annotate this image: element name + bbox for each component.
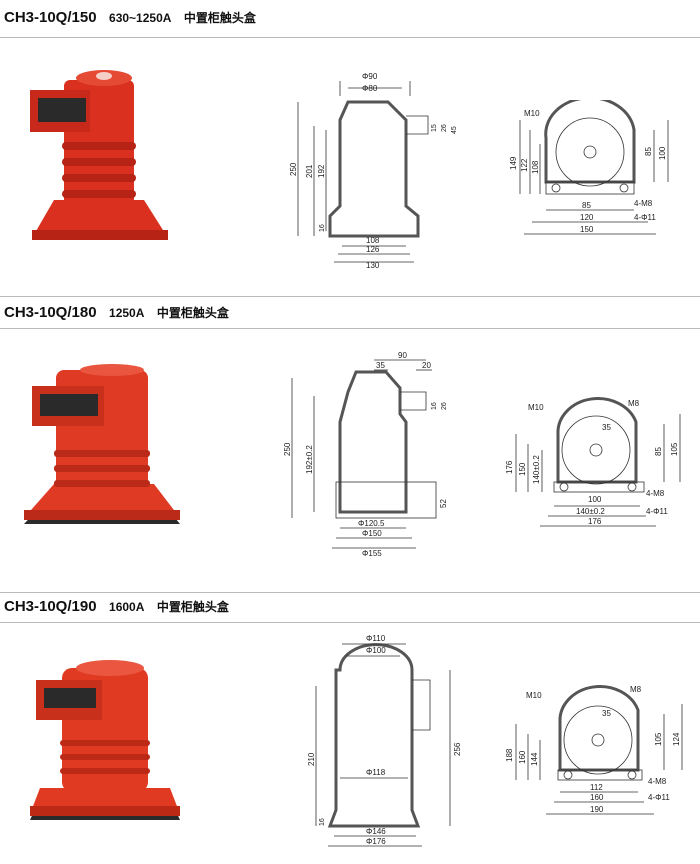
thread-label: M10 — [528, 403, 544, 412]
dim-label: 140±0.2 — [532, 455, 541, 484]
dim-label: 150 — [518, 462, 527, 476]
dim-label: Φ120.5 — [358, 519, 385, 528]
dim-label: 122 — [520, 158, 529, 172]
section-drawing: Φ110 Φ100 210 256 Φ118 16 Φ146 Φ176 — [307, 634, 462, 847]
current-rating: 630~1250A — [109, 11, 172, 25]
thread-label: M8 — [628, 399, 640, 408]
dim-label: 108 — [531, 160, 540, 174]
dim-label: 105 — [654, 732, 663, 746]
model-name: CH3-10Q/150 — [4, 9, 97, 26]
dim-label: Φ100 — [366, 646, 386, 655]
top-view-drawing: M10 M8 35 176 150 140±0.2 85 105 100 140… — [505, 397, 681, 527]
dim-label: 100 — [588, 495, 602, 504]
dim-label: 16 — [319, 224, 326, 232]
product-description: 中置柜触头盒 — [156, 600, 229, 614]
dim-label: 20 — [422, 361, 431, 370]
dim-label: 150 — [580, 225, 594, 234]
dim-label: 35 — [602, 423, 611, 432]
model-name: CH3-10Q/180 — [4, 304, 97, 321]
dim-label: 85 — [644, 147, 653, 156]
dim-label: 250 — [289, 162, 298, 176]
dim-label: Φ146 — [366, 827, 386, 836]
dim-label: 26 — [441, 402, 448, 410]
product-title: CH3-10Q/190 1600A 中置柜触头盒 — [4, 598, 229, 616]
dim-label: 26 — [441, 124, 448, 132]
dim-label: 105 — [670, 442, 679, 456]
dim-label: 52 — [439, 499, 448, 508]
current-rating: 1600A — [109, 600, 145, 614]
dim-label: 35 — [602, 709, 611, 718]
dim-label: 140±0.2 — [576, 507, 605, 516]
dim-label: 192 — [317, 164, 326, 178]
dim-label: 250 — [283, 442, 292, 456]
thread-label: M8 — [630, 685, 642, 694]
hole-label: 4-Φ11 — [648, 793, 670, 802]
product-section-1: CH3-10Q/150 630~1250A 中置柜触头盒 Φ90 Φ80 — [0, 0, 700, 296]
dim-label: 85 — [582, 201, 591, 210]
section-drawing: 90 35 20 250 192±0.2 16 26 52 Φ120.5 Φ15… — [283, 352, 448, 558]
hole-label: 4-Φ11 — [646, 507, 668, 516]
dim-label: Φ90 — [362, 72, 378, 81]
dim-label: 176 — [588, 517, 602, 526]
section-drawing: Φ90 Φ80 250 201 192 16 15 26 45 108 126 … — [289, 72, 458, 270]
dim-label: 16 — [431, 402, 438, 410]
dim-label: 256 — [453, 742, 462, 756]
dim-label: 90 — [398, 352, 407, 360]
product-photo — [30, 70, 168, 240]
top-view-drawing: M10 149 122 108 85 100 85 120 150 4-M8 4… — [509, 100, 669, 235]
dim-label: 15 — [431, 124, 438, 132]
dim-label: 108 — [366, 236, 380, 245]
dim-label: 201 — [305, 164, 314, 178]
hole-label: 4-M8 — [646, 489, 665, 498]
dim-label: 85 — [654, 447, 663, 456]
product-section-3: CH3-10Q/190 1600A 中置柜触头盒 Φ110 Φ100 210 2… — [0, 592, 700, 864]
thread-label: M10 — [526, 691, 542, 700]
dim-label: Φ150 — [362, 529, 382, 538]
product-section-2: CH3-10Q/180 1250A 中置柜触头盒 90 35 20 250 19 — [0, 296, 700, 592]
top-view-drawing: M10 M8 35 188 160 144 105 124 112 160 19… — [505, 685, 683, 815]
section-divider — [0, 592, 700, 593]
dim-label: Φ80 — [362, 84, 378, 93]
product-description: 中置柜触头盒 — [183, 11, 256, 25]
product-title: CH3-10Q/180 1250A 中置柜触头盒 — [4, 304, 229, 322]
dim-label: 35 — [376, 361, 385, 370]
dim-label: 210 — [307, 752, 316, 766]
product-photo — [30, 660, 180, 820]
dim-label: 124 — [672, 732, 681, 746]
hole-label: 4-M8 — [648, 777, 667, 786]
dim-label: 16 — [319, 818, 326, 826]
section-divider — [0, 37, 700, 38]
product-description: 中置柜触头盒 — [156, 306, 229, 320]
dim-label: 112 — [590, 783, 603, 792]
section-divider — [0, 328, 700, 329]
dim-label: Φ118 — [366, 768, 386, 777]
dim-label: Φ110 — [366, 634, 386, 643]
dim-label: Φ176 — [366, 837, 386, 846]
dim-label: 45 — [451, 126, 458, 134]
thread-label: M10 — [524, 109, 540, 118]
dim-label: 100 — [658, 146, 667, 160]
product-title: CH3-10Q/150 630~1250A 中置柜触头盒 — [4, 9, 256, 27]
hole-label: 4-Φ11 — [634, 213, 656, 222]
dim-label: 149 — [509, 156, 518, 170]
product-photo — [24, 364, 180, 524]
dim-label: Φ155 — [362, 549, 382, 558]
current-rating: 1250A — [109, 306, 145, 320]
dim-label: 176 — [505, 460, 514, 474]
dim-label: 192±0.2 — [305, 445, 314, 474]
dim-label: 190 — [590, 805, 604, 814]
section-divider — [0, 622, 700, 623]
dim-label: 188 — [505, 748, 514, 762]
dim-label: 160 — [518, 750, 527, 764]
dim-label: 160 — [590, 793, 604, 802]
dim-label: 130 — [366, 261, 380, 270]
section-divider — [0, 296, 700, 297]
hole-label: 4-M8 — [634, 199, 653, 208]
dim-label: 144 — [530, 752, 539, 766]
dim-label: 126 — [366, 245, 380, 254]
dim-label: 120 — [580, 213, 594, 222]
model-name: CH3-10Q/190 — [4, 598, 97, 615]
